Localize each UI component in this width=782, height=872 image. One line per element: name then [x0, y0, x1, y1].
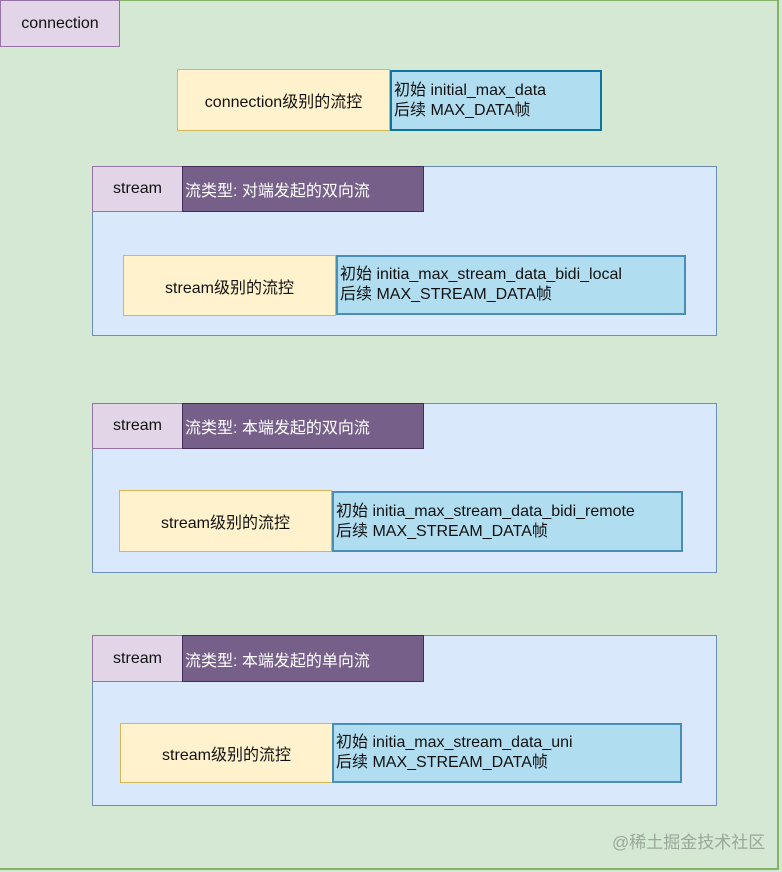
stream-type-label-1: 流类型: 对端发起的双向流: [182, 166, 424, 212]
stream-flow-detail-box-2: 初始 initia_max_stream_data_bidi_remote 后续…: [332, 491, 683, 552]
stream-initial-text-1: 初始 initia_max_stream_data_bidi_local: [340, 266, 622, 283]
stream-initial-text-2: 初始 initia_max_stream_data_bidi_remote: [336, 502, 635, 520]
stream-subsequent-text-2: 后续 MAX_STREAM_DATA帧: [336, 522, 548, 540]
connection-initial-text: 初始 initial_max_data: [394, 81, 547, 99]
stream-flow-detail-box-1: 初始 initia_max_stream_data_bidi_local 后续 …: [336, 255, 686, 315]
watermark: @稀土掘金技术社区: [612, 833, 766, 852]
stream-label-3: stream: [92, 635, 183, 682]
stream-type-label-3: 流类型: 本端发起的单向流: [182, 635, 424, 682]
stream-type-label-2: 流类型: 本端发起的双向流: [182, 403, 424, 449]
connection-subsequent-text: 后续 MAX_DATA帧: [394, 101, 531, 119]
connection-label: connection: [0, 0, 120, 47]
stream-label-2: stream: [92, 403, 183, 449]
connection-flow-detail-box: 初始 initial_max_data 后续 MAX_DATA帧: [390, 70, 602, 131]
stream-flow-control-box-3: stream级别的流控: [120, 723, 333, 783]
stream-label-1: stream: [92, 166, 183, 212]
stream-initial-text-3: 初始 initia_max_stream_data_uni: [336, 734, 573, 751]
stream-flow-control-box-1: stream级别的流控: [123, 255, 336, 316]
stream-subsequent-text-1: 后续 MAX_STREAM_DATA帧: [340, 286, 552, 303]
connection-flow-control-box: connection级别的流控: [177, 69, 390, 131]
stream-subsequent-text-3: 后续 MAX_STREAM_DATA帧: [336, 754, 548, 771]
stream-flow-detail-box-3: 初始 initia_max_stream_data_uni 后续 MAX_STR…: [332, 723, 682, 783]
stream-flow-control-box-2: stream级别的流控: [119, 490, 332, 552]
